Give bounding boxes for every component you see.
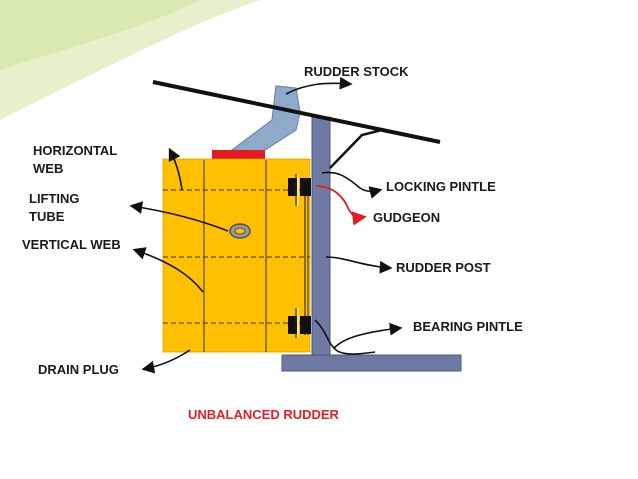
arrow-rudder-stock bbox=[285, 76, 353, 95]
label-rudder-post: RUDDER POST bbox=[396, 260, 491, 275]
sole-piece bbox=[281, 354, 462, 372]
arrow-bearing-pintle bbox=[333, 322, 403, 349]
label-horizontal-web-line1: HORIZONTAL bbox=[33, 143, 118, 158]
stock-bracket bbox=[329, 128, 383, 169]
bearing-pintle bbox=[288, 316, 297, 334]
arrow-drain-plug bbox=[141, 349, 191, 374]
top-seal bbox=[212, 150, 265, 160]
label-rudder-stock: RUDDER STOCK bbox=[304, 64, 409, 79]
lifting-tube-hole bbox=[234, 227, 246, 235]
bearing-pintle-gudgeon bbox=[300, 316, 311, 334]
label-lifting-tube-line2: TUBE bbox=[29, 209, 65, 224]
arrow-horizontal-web bbox=[168, 147, 183, 191]
arrow-locking-pintle bbox=[321, 171, 383, 199]
locking-pintle-gudgeon bbox=[300, 178, 311, 196]
arrow-rudder-post bbox=[325, 256, 393, 274]
rudder-post bbox=[311, 116, 331, 358]
tiller-line bbox=[152, 80, 441, 144]
rudder-blade bbox=[162, 158, 311, 353]
locking-pintle bbox=[288, 178, 297, 196]
arrow-gudgeon bbox=[315, 185, 367, 226]
label-drain-plug: DRAIN PLUG bbox=[38, 362, 119, 377]
background-corner-decoration-2 bbox=[0, 0, 200, 70]
label-gudgeon: GUDGEON bbox=[373, 210, 441, 225]
arrow-lifting-tube bbox=[129, 201, 229, 232]
rudder-stock bbox=[230, 85, 301, 153]
label-horizontal-web-line2: WEB bbox=[33, 161, 64, 176]
bearing-pintle-leader-curve bbox=[314, 319, 376, 355]
arrow-vertical-web bbox=[132, 247, 204, 293]
diagram-title: UNBALANCED RUDDER bbox=[188, 407, 339, 422]
label-vertical-web: VERTICAL WEB bbox=[22, 237, 121, 252]
label-lifting-tube-line1: LIFTING bbox=[29, 191, 80, 206]
label-locking-pintle: LOCKING PINTLE bbox=[386, 179, 496, 194]
label-bearing-pintle: BEARING PINTLE bbox=[413, 319, 523, 334]
